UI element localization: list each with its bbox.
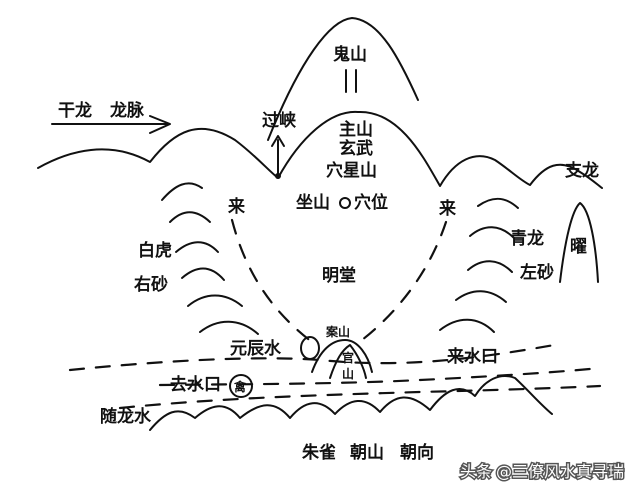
guoxia-arrow-head: [271, 135, 285, 147]
label-chaoxiang: 朝向: [400, 442, 434, 463]
label-lai-right: 来: [438, 198, 457, 219]
baihu-arc-6: [199, 320, 259, 335]
ganlong-arrow-head: [149, 115, 171, 134]
water-upper: [68, 342, 562, 372]
label-zuoshan: 坐山: [296, 193, 330, 213]
baihu-arc-4: [181, 267, 225, 281]
label-anshan: 案山: [325, 324, 350, 339]
label-qinglong: 青龙: [510, 228, 544, 249]
qinglong-arc-5: [439, 318, 495, 333]
baihu-arc-2: [169, 211, 211, 223]
watermark-account: @三僚风水真寻瑞: [496, 462, 624, 481]
chaoshan-range: [149, 375, 553, 431]
label-longmai: 龙脉: [109, 100, 145, 121]
label-xuewei: 穴位: [354, 192, 388, 213]
guanshan-peak: [329, 344, 367, 379]
baihu-arc-1: [161, 182, 203, 201]
label-baihu: 白虎: [138, 240, 172, 261]
water-lower: [118, 384, 602, 410]
label-xuanwu: 玄武: [339, 138, 373, 159]
yao-peak: [559, 202, 599, 283]
label-lai-left: 来: [227, 196, 246, 217]
water-middle: [158, 366, 602, 387]
guoxia-dot: [275, 173, 281, 179]
label-guoxia: 过峡: [262, 110, 297, 131]
label-suilongshui: 随龙水: [100, 406, 152, 427]
qinglong-arc-4: [455, 290, 507, 303]
label-zhushan: 主山: [339, 119, 373, 140]
watermark-platform: 头条: [460, 462, 492, 481]
baihu-arc-5: [187, 294, 243, 307]
baihu-arc-3: [175, 241, 219, 253]
qinglong-arc-2: [469, 226, 515, 239]
label-chaoshan: 朝山: [350, 442, 384, 463]
label-zuosha: 左砂: [520, 262, 554, 283]
label-mingtang: 明堂: [322, 265, 356, 286]
label-qushuikou: 去水口: [170, 374, 221, 395]
yuanchen-pool: [300, 336, 320, 360]
qinglong-arc-3: [467, 260, 513, 273]
label-yuanchenshui: 元辰水: [230, 338, 282, 359]
xuewei-marker: [339, 197, 351, 209]
label-zhilong: 支龙: [565, 160, 599, 181]
label-yao: 曜: [570, 237, 587, 257]
label-guan: 官: [342, 350, 354, 365]
lai-vein-right: [360, 220, 448, 342]
label-laishuikou: 来水口: [446, 346, 498, 367]
anshan-mountain: [311, 339, 373, 373]
label-yousha: 右砂: [134, 274, 168, 295]
qinglong-arc-1: [477, 197, 519, 209]
main-ridge: [37, 110, 603, 189]
label-zhuque: 朱雀: [302, 442, 336, 463]
guishan-mountain: [267, 17, 419, 141]
label-guishan: 鬼山: [333, 44, 367, 65]
label-xuexingshan: 穴星山: [326, 160, 377, 181]
lai-vein-left: [230, 218, 314, 344]
qin-circle: [229, 374, 253, 398]
label-qin: 禽: [233, 379, 247, 394]
label-ganlong: 干龙: [58, 100, 92, 121]
label-shan: 山: [342, 366, 354, 381]
